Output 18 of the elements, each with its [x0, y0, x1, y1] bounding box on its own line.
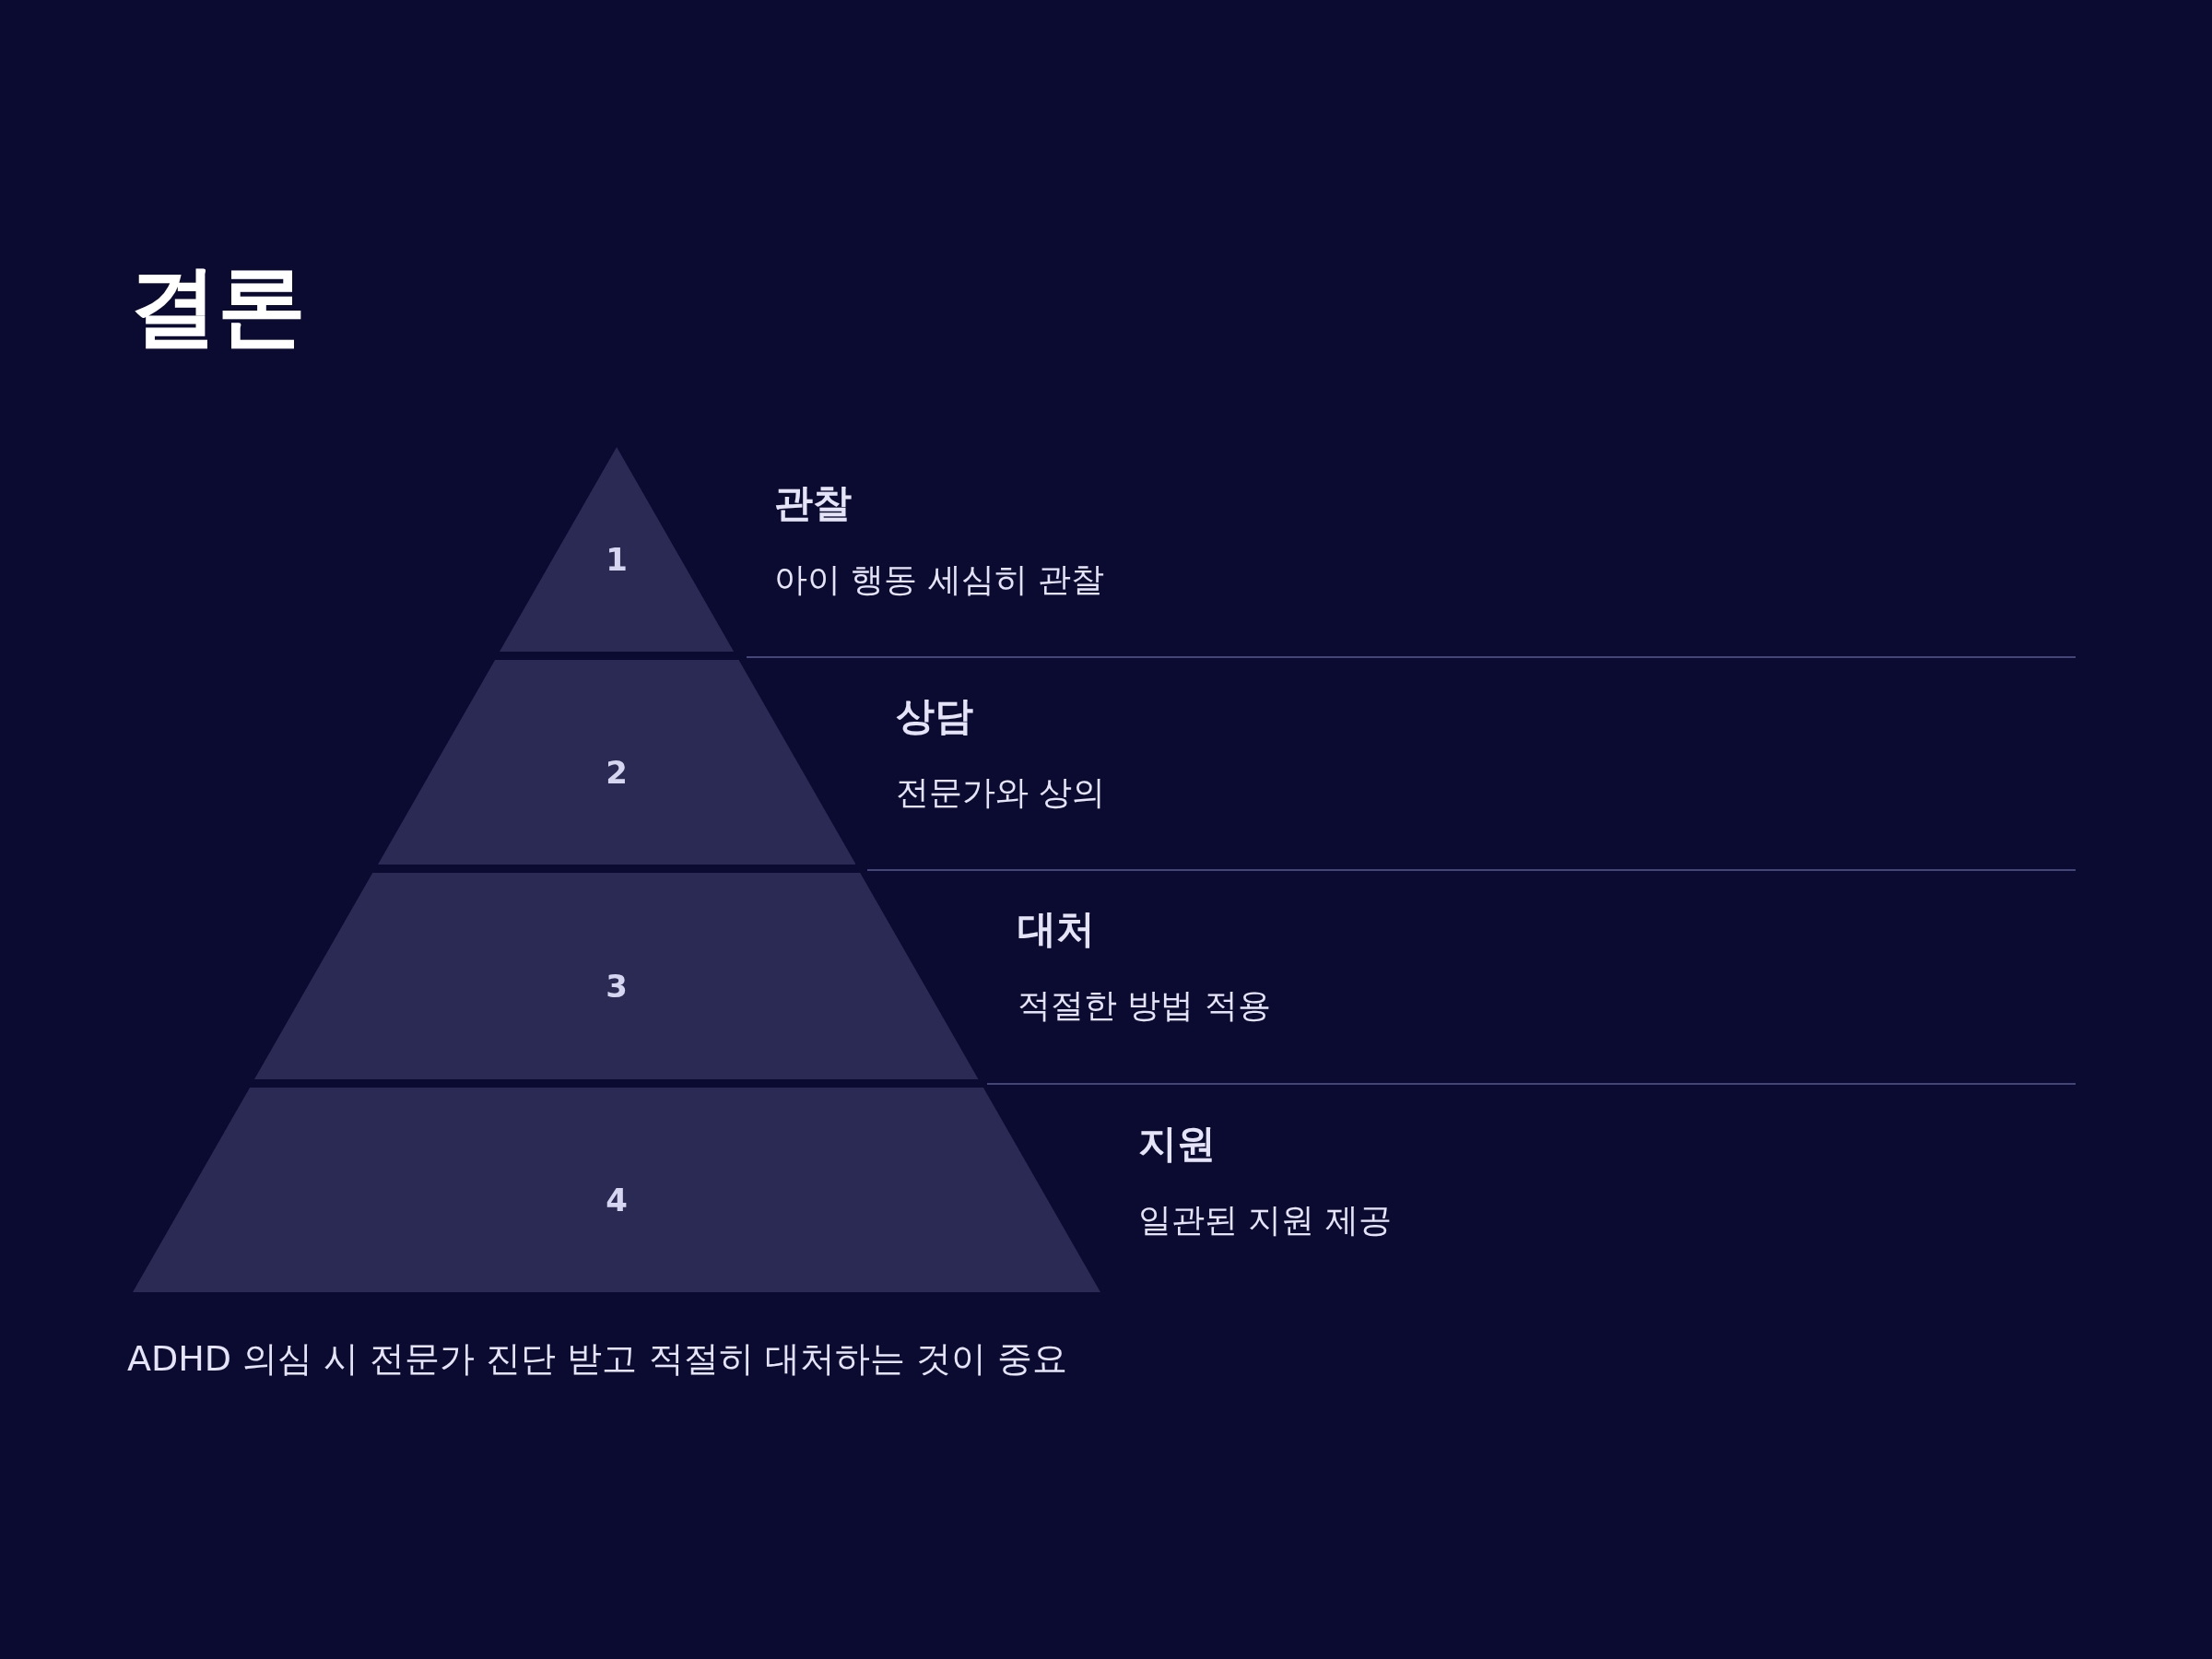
step-heading: 지원: [1138, 1121, 1216, 1168]
step-description: 일관된 지원 제공: [1138, 1200, 1392, 1241]
layer-number: 3: [605, 968, 629, 1006]
step-heading: 대처: [1018, 906, 1095, 953]
pyramid-layer: [133, 1088, 1100, 1292]
layer-number: 1: [605, 541, 629, 579]
step-heading: 상담: [896, 693, 973, 740]
pyramid-layer: [254, 873, 979, 1079]
layer-number: 4: [605, 1182, 629, 1219]
step-description: 적절한 방법 적용: [1018, 985, 1271, 1026]
caption-text: ADHD 의심 시 전문가 진단 받고 적절히 대처하는 것이 중요: [127, 1338, 1067, 1381]
layer-number: 2: [605, 754, 629, 792]
step-heading: 관찰: [774, 480, 852, 527]
step-description: 전문가와 상의: [896, 772, 1106, 813]
slide-title: 결론: [129, 258, 306, 356]
pyramid-layer: [499, 447, 735, 652]
pyramid-layer: [377, 660, 856, 865]
step-description: 아이 행동 세심히 관찰: [774, 559, 1105, 600]
